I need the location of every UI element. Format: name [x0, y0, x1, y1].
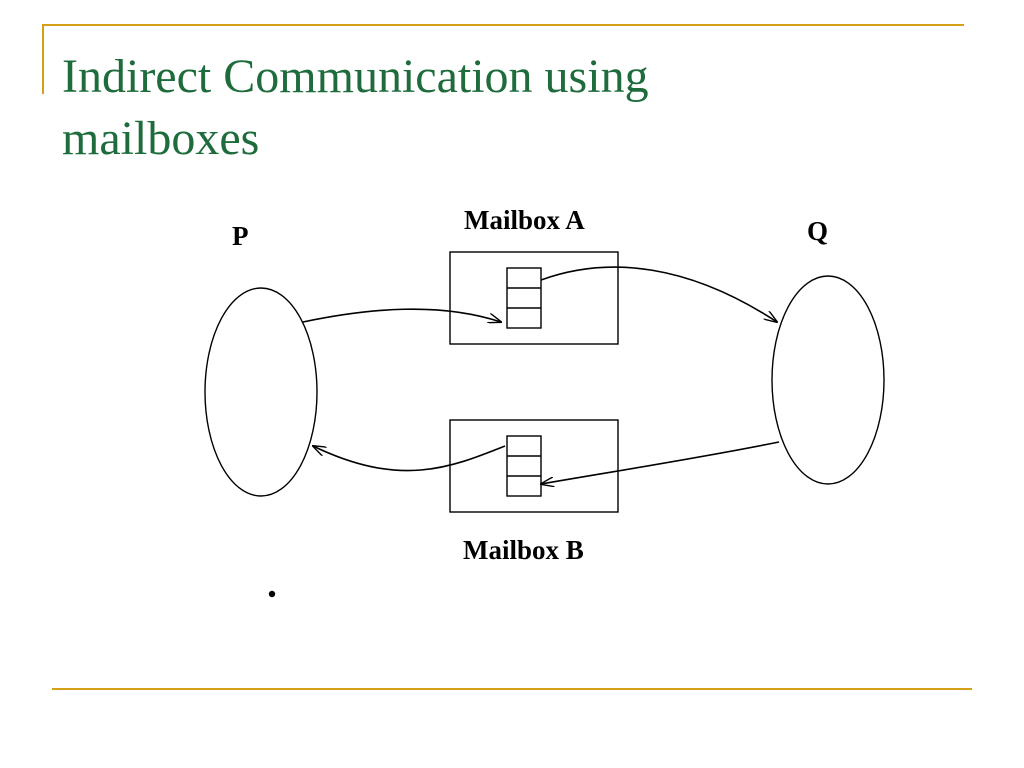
arrow-q-to-mailbox-b [541, 441, 780, 484]
arrow-p-to-mailbox-a [302, 308, 501, 322]
mailbox-b-queue [506, 435, 542, 497]
process-q-ellipse [771, 275, 885, 485]
mailbox-b-box [449, 419, 619, 513]
process-p-label: P [232, 221, 249, 251]
bottom-accent-rule [52, 688, 972, 690]
process-p-ellipse [204, 287, 318, 497]
arrow-mailbox-b-to-p [313, 446, 506, 472]
mailbox-a-box [449, 251, 619, 345]
slide-title: Indirect Communication using mailboxes [62, 46, 942, 170]
arrow-mailbox-a-to-q [540, 266, 777, 322]
title-line-2: mailboxes [62, 112, 260, 165]
mailbox-b-label: Mailbox B [463, 535, 584, 565]
bullet-dot [268, 590, 276, 598]
process-q-label: Q [807, 216, 828, 246]
top-accent-rule [42, 24, 964, 26]
title-line-1: Indirect Communication using [62, 50, 649, 103]
left-accent-rule [42, 24, 44, 94]
mailbox-a-queue [506, 267, 542, 329]
mailbox-b-queue-frame [506, 435, 542, 497]
mailbox-a-queue-frame [506, 267, 542, 329]
mailbox-a-label: Mailbox A [464, 205, 585, 235]
